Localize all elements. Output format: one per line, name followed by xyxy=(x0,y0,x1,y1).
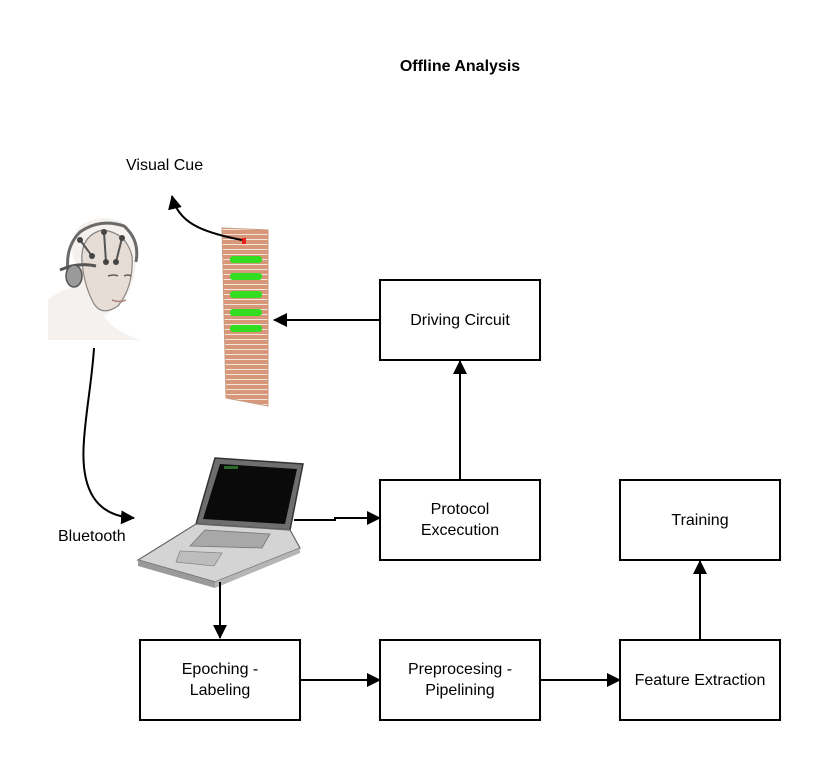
training-label: Training xyxy=(671,511,729,529)
feature-extraction-label: Feature Extraction xyxy=(634,671,766,689)
green-led-rows xyxy=(230,256,262,332)
preprocessing-pipelining-box: Preprocesing - Pipelining xyxy=(379,639,541,721)
epoching-labeling-box: Epoching - Labeling xyxy=(139,639,301,721)
diagram-title: Offline Analysis xyxy=(399,58,521,75)
laptop-to-protocol-arrow xyxy=(294,511,381,525)
epoching-label-line2: Labeling xyxy=(189,682,251,699)
visual-cue-arrow xyxy=(168,195,243,241)
bluetooth-label: Bluetooth xyxy=(58,528,126,545)
led-panel-icon xyxy=(221,227,269,407)
laptop-icon xyxy=(136,457,304,588)
driving-circuit-box: Driving Circuit xyxy=(379,279,541,361)
eeg-headset-person-icon xyxy=(48,218,140,340)
protocol-execution-box: Protocol Excecution xyxy=(379,479,541,561)
driving-circuit-label: Driving Circuit xyxy=(410,311,510,329)
bluetooth-arrow xyxy=(82,347,135,525)
feature-extraction-box: Feature Extraction xyxy=(619,639,781,721)
training-box: Training xyxy=(619,479,781,561)
protocol-execution-label-line2: Excecution xyxy=(420,522,500,539)
preprocessing-label-line1: Preprocesing - xyxy=(407,661,513,678)
epoching-label-line1: Epoching - xyxy=(181,661,259,678)
protocol-execution-label-line1: Protocol xyxy=(430,501,490,518)
red-indicator-led xyxy=(242,238,246,244)
visual-cue-label: Visual Cue xyxy=(126,157,204,174)
preprocessing-label-line2: Pipelining xyxy=(425,682,495,699)
